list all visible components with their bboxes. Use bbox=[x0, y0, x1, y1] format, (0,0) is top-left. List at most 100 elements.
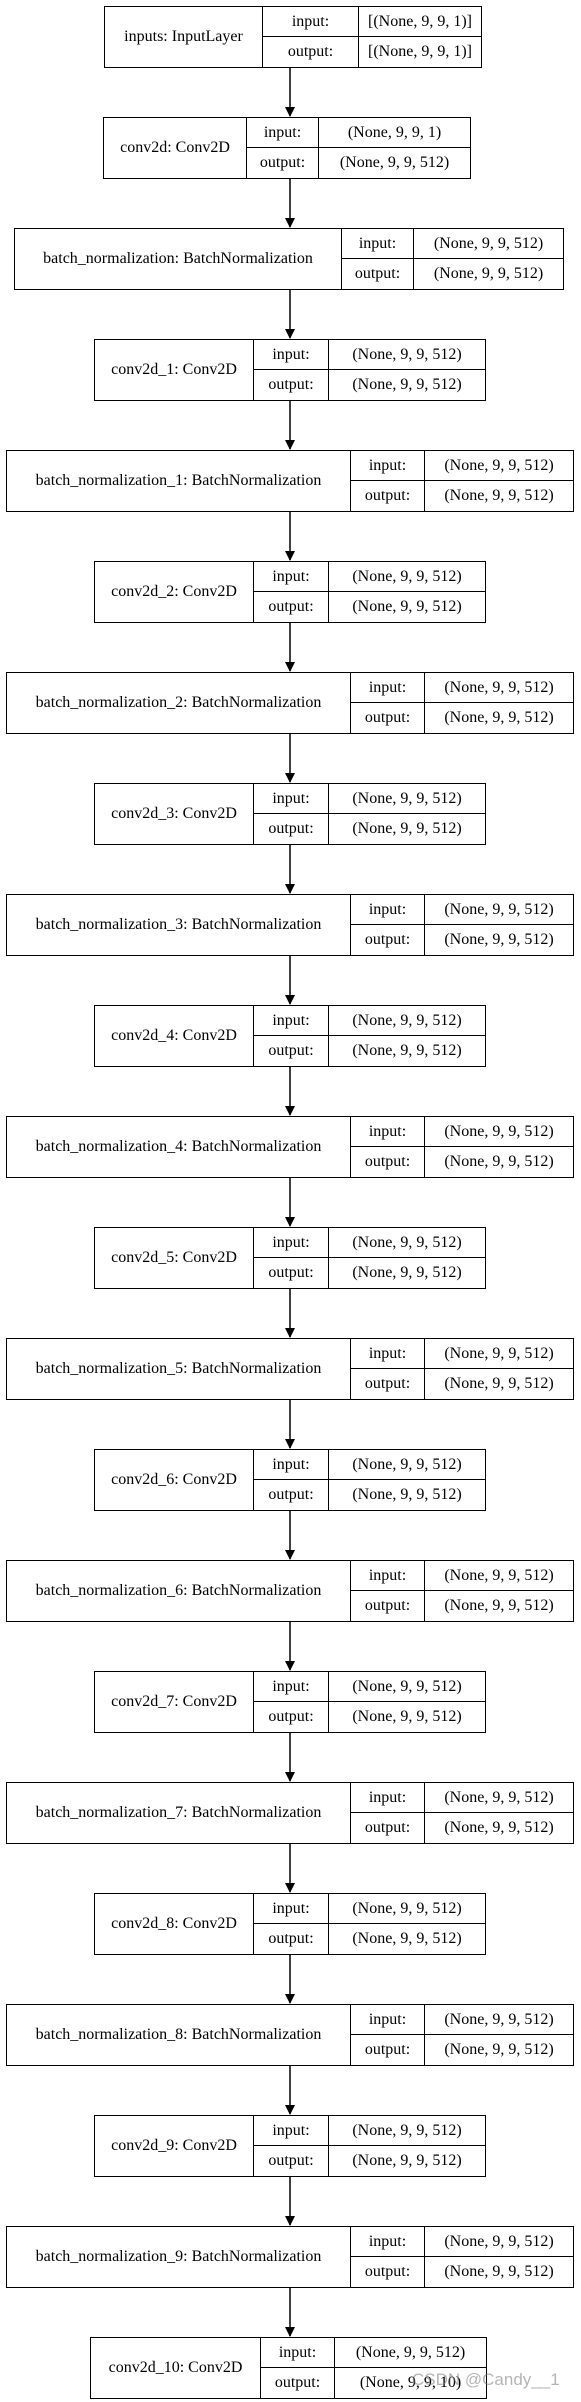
output-label: output: bbox=[351, 1147, 425, 1177]
output-row: output:(None, 9, 9, 512) bbox=[254, 814, 485, 844]
layer-shapes: input: (None, 9, 9, 512) output:(None, 9, … bbox=[254, 784, 485, 844]
input-row: input:(None, 9, 9, 512) bbox=[351, 2227, 573, 2257]
output-row: output:(None, 9, 9, 512) bbox=[254, 370, 485, 400]
input-row: input:[(None, 9, 9, 1)] bbox=[263, 7, 481, 37]
input-row: input: (None, 9, 9, 512) bbox=[254, 784, 485, 814]
layer-shapes: input:(None, 9, 9, 512)output:(None, 9, … bbox=[351, 451, 573, 511]
output-row: output: [(None, 9, 9, 1)] bbox=[263, 37, 481, 67]
output-label: output: bbox=[254, 592, 329, 622]
input-label: input: bbox=[254, 1672, 329, 1701]
input-shape: (None, 9, 9, 512) bbox=[355, 2343, 466, 2361]
output-label: output: bbox=[351, 1369, 425, 1399]
output-row: output:(None, 9, 9, 512) bbox=[254, 1924, 485, 1954]
output-shape: (None, 9, 9, 512) bbox=[352, 1708, 462, 1725]
input-row: input:(None, 9, 9, 512) bbox=[254, 1228, 485, 1258]
input-label: input: bbox=[351, 1783, 425, 1812]
input-row: input: (None, 9, 9, 512) bbox=[254, 2116, 485, 2146]
output-shape: (None, 9, 9, 512) bbox=[444, 709, 554, 726]
layer-name: batch_normalization_7: BatchNormalizatio… bbox=[7, 1783, 351, 1843]
output-label: output: bbox=[351, 1813, 425, 1843]
layer-name: inputs: InputLayer bbox=[105, 7, 263, 67]
output-label: output: bbox=[351, 2035, 425, 2065]
input-label: input: bbox=[351, 1339, 425, 1368]
layer-node: batch_normalization_7: BatchNormalizatio… bbox=[6, 1782, 574, 1844]
output-row: output:(None, 9, 9, 512) bbox=[351, 1369, 573, 1399]
input-shape: (None, 9, 9, 512) bbox=[352, 789, 462, 807]
layer-node: batch_normalization_1: BatchNormalizatio… bbox=[6, 450, 574, 512]
input-shape: (None, 9, 9, 512) bbox=[352, 1677, 462, 1695]
input-shape: (None, 9, 9, 512) bbox=[444, 2010, 554, 2028]
input-row: input:(None, 9, 9, 512) bbox=[351, 1783, 573, 1813]
layer-node: batch_normalization_3: BatchNormalizatio… bbox=[6, 894, 574, 956]
layer-shapes: input:(None, 9, 9, 512)output: (None, 9, … bbox=[351, 2227, 573, 2287]
input-shape: (None, 9, 9, 512) bbox=[352, 345, 462, 363]
layer-name: batch_normalization_6: BatchNormalizatio… bbox=[7, 1561, 351, 1621]
input-row: input:(None, 9, 9, 512) bbox=[351, 1117, 573, 1147]
output-row: output:(None, 9, 9, 512) bbox=[351, 2035, 573, 2065]
layer-name: conv2d: Conv2D bbox=[104, 118, 247, 178]
output-shape: (None, 9, 9, 512) bbox=[352, 598, 462, 615]
layer-name: batch_normalization_1: BatchNormalizatio… bbox=[7, 451, 351, 511]
input-label: input: bbox=[351, 1561, 425, 1590]
layer-shapes: input:(None, 9, 9, 512)output:(None, 9, … bbox=[351, 1783, 573, 1843]
layer-shapes: input:(None, 9, 9, 512)output:(None, 9, … bbox=[254, 1672, 485, 1732]
layer-name: conv2d_6: Conv2D bbox=[95, 1450, 254, 1510]
output-row: output:(None, 9, 9, 512) bbox=[254, 1258, 485, 1288]
input-row: input: (None, 9, 9, 512) bbox=[342, 229, 563, 259]
input-label: input: bbox=[254, 784, 329, 813]
input-label: input: bbox=[351, 2227, 425, 2256]
output-label: output: bbox=[263, 37, 359, 67]
input-row: input:(None, 9, 9, 512) bbox=[351, 895, 573, 925]
input-label: input: bbox=[351, 895, 425, 924]
input-label: input: bbox=[351, 451, 425, 480]
input-shape: (None, 9, 9, 512) bbox=[352, 1455, 462, 1473]
input-shape: (None, 9, 9, 512) bbox=[433, 234, 544, 252]
output-row: output:(None, 9, 9, 512) bbox=[254, 1702, 485, 1732]
input-label: input: bbox=[254, 1894, 329, 1923]
layer-name: conv2d_4: Conv2D bbox=[95, 1006, 254, 1066]
layer-name: batch_normalization_3: BatchNormalizatio… bbox=[7, 895, 351, 955]
input-row: input:(None, 9, 9, 1) bbox=[247, 118, 470, 148]
output-row: output: (None, 9, 9, 512) bbox=[254, 592, 485, 622]
layer-shapes: input:(None, 9, 9, 512)output:(None, 9, … bbox=[254, 1006, 485, 1066]
output-shape: (None, 9, 9, 512) bbox=[352, 376, 462, 393]
layer-shapes: input:(None, 9, 9, 512)output:(None, 9, … bbox=[351, 2005, 573, 2065]
output-label: output: bbox=[351, 1591, 425, 1621]
output-row: output:(None, 9, 9, 512) bbox=[254, 1480, 485, 1510]
input-row: input:(None, 9, 9, 512) bbox=[351, 1561, 573, 1591]
layer-shapes: input:(None, 9, 9, 1)output:(None, 9, 9,… bbox=[247, 118, 470, 178]
output-shape: (None, 9, 9, 512) bbox=[433, 265, 544, 282]
output-shape: (None, 9, 9, 512) bbox=[352, 1930, 462, 1947]
output-shape: [(None, 9, 9, 1)] bbox=[368, 43, 472, 60]
layer-name: conv2d_10: Conv2D bbox=[91, 2338, 261, 2398]
output-label: output: bbox=[254, 1480, 329, 1510]
input-shape: (None, 9, 9, 512) bbox=[444, 678, 554, 696]
output-label: output: bbox=[351, 2257, 425, 2287]
input-label: input: bbox=[254, 2116, 329, 2145]
input-shape: (None, 9, 9, 512) bbox=[352, 2121, 462, 2139]
output-label: output: bbox=[254, 1258, 329, 1288]
layer-shapes: input:(None, 9, 9, 512)output:(None, 9, … bbox=[254, 340, 485, 400]
input-row: input:(None, 9, 9, 512) bbox=[254, 1006, 485, 1036]
layer-name: conv2d_9: Conv2D bbox=[95, 2116, 254, 2176]
output-shape: (None, 9, 9, 512) bbox=[352, 2152, 462, 2169]
input-shape: (None, 9, 9, 512) bbox=[352, 1233, 462, 1251]
layer-name: batch_normalization_4: BatchNormalizatio… bbox=[7, 1117, 351, 1177]
output-label: output: bbox=[261, 2368, 335, 2398]
output-row: output:(None, 9, 9, 512) bbox=[351, 925, 573, 955]
layer-shapes: input:(None, 9, 9, 512)output: (None, 9, … bbox=[351, 1561, 573, 1621]
layer-shapes: input:(None, 9, 9, 512)output:(None, 9, … bbox=[342, 229, 563, 289]
layer-name: conv2d_7: Conv2D bbox=[95, 1672, 254, 1732]
output-shape: (None, 9, 9, 512) bbox=[444, 1597, 554, 1614]
output-shape: (None, 9, 9, 512) bbox=[444, 2263, 554, 2280]
input-label: input: bbox=[342, 229, 414, 258]
output-label: output: bbox=[247, 148, 319, 178]
